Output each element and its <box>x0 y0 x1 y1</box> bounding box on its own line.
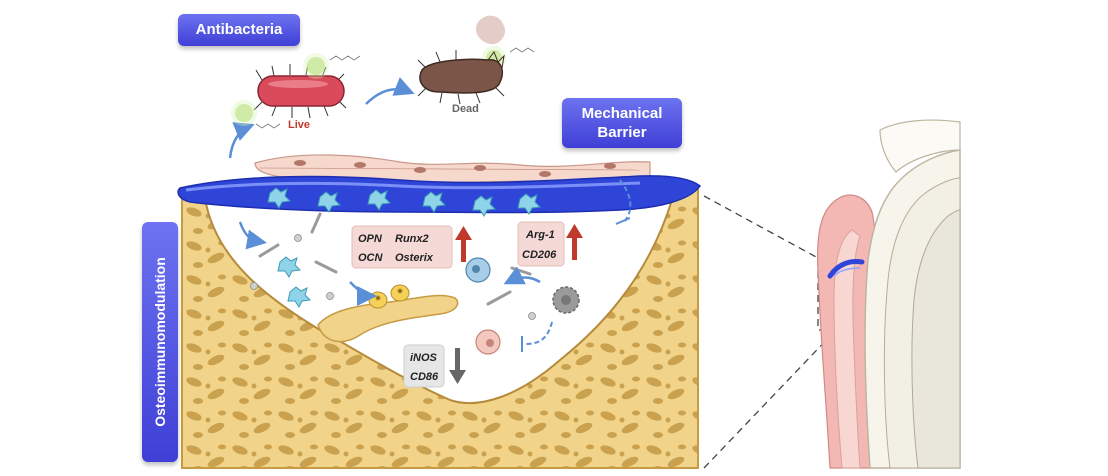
dead-bacterium <box>417 15 506 105</box>
down-arrow-icon <box>449 348 466 384</box>
zoom-guide-lines <box>703 195 865 469</box>
m0-macrophage <box>552 286 580 314</box>
marker-cd206: CD206 <box>522 249 557 261</box>
inhibition-lines <box>521 179 632 352</box>
m2-marker-box <box>517 221 565 267</box>
mesenchymal-cells <box>267 187 542 308</box>
antibacterial-particles <box>231 46 506 126</box>
marker-inos: iNOS <box>410 352 438 364</box>
fibroblast-layer <box>254 154 651 183</box>
polymer-chains <box>255 47 535 129</box>
marker-runx2: Runx2 <box>395 233 429 245</box>
marker-ocn: OCN <box>358 252 384 264</box>
mechanical-barrier-line2: Barrier <box>597 124 647 141</box>
marker-cd86: CD86 <box>410 371 439 383</box>
up-arrow-icon <box>455 226 472 262</box>
m1-macrophage <box>475 329 501 355</box>
live-bacterium <box>253 63 347 119</box>
mechanical-barrier-line1: Mechanical <box>581 105 663 122</box>
dead-label: Dead <box>452 103 479 115</box>
osteogenic-marker-box <box>351 225 453 269</box>
tooth-cross-section <box>817 119 961 469</box>
marker-osterix: Osterix <box>395 252 434 264</box>
mechanical-barrier-label: Mechanical Barrier <box>562 98 682 148</box>
live-label: Live <box>288 119 310 131</box>
m2-macrophage <box>465 257 491 283</box>
osteoimmunomodulation-text: Osteoimmunomodulation <box>152 257 168 427</box>
m1-marker-box <box>403 344 445 388</box>
osteoimmunomodulation-label: Osteoimmunomodulation <box>142 222 178 462</box>
antibacteria-label: Antibacteria <box>178 14 300 46</box>
marker-opn: OPN <box>358 233 383 245</box>
marker-arg1: Arg-1 <box>525 229 555 241</box>
up-arrow-icon <box>566 224 583 260</box>
process-arrows <box>228 77 541 306</box>
